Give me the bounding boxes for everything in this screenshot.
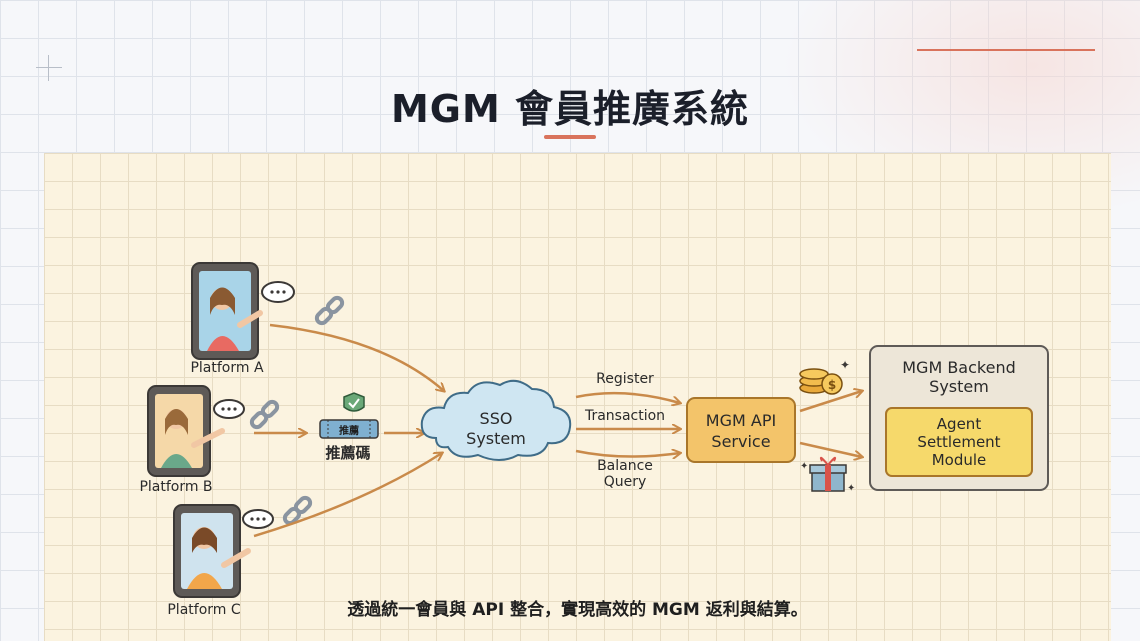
sso-line-1: SSO — [480, 409, 513, 428]
api-line-2: Service — [711, 432, 770, 451]
coins-icon: $ — [799, 368, 843, 395]
backend-title-line-1: MGM Backend — [902, 358, 1016, 377]
speech-bubble-icon — [242, 509, 274, 529]
module-line-3: Module — [932, 451, 987, 469]
sso-line-2: System — [466, 429, 526, 448]
arrow-register — [575, 391, 680, 403]
arrow-platform-a-to-sso — [269, 323, 444, 391]
sso-cloud — [420, 379, 572, 461]
phone-icon — [191, 262, 263, 360]
shield-check-icon — [343, 392, 365, 412]
ticket-icon — [319, 419, 379, 439]
arrow-api-to-backend-bottom — [799, 441, 862, 457]
diagram-panel: Platform A Platform B Platfo — [44, 153, 1111, 641]
api-service-box — [686, 397, 796, 463]
arrow-api-to-backend-top — [799, 391, 862, 413]
phone-icon — [147, 385, 225, 477]
sparkle-icon: ✦ — [847, 483, 855, 494]
referral-code-label: 推薦碼 — [325, 444, 370, 462]
speech-bubble-icon — [213, 399, 245, 419]
link-icon — [314, 295, 345, 326]
diagram-svg: Platform A Platform B Platfo — [139, 262, 1049, 618]
arrow-platform-c-to-sso — [253, 453, 442, 538]
arrow-balance-query — [575, 451, 680, 457]
gift-icon — [809, 456, 847, 492]
api-line-1: MGM API — [706, 411, 776, 430]
platform-b-label: Platform B — [139, 479, 212, 495]
flow-balance-label-2: Query — [604, 474, 647, 490]
phone-icon — [173, 504, 251, 598]
diagram-caption: 透過統一會員與 API 整合，實現高效的 MGM 返利與結算。 — [347, 600, 808, 620]
flow-register-label: Register — [596, 371, 654, 387]
flow-balance-label-1: Balance — [597, 458, 653, 474]
top-accent-rule — [917, 49, 1095, 51]
link-icon — [282, 495, 313, 526]
referral-tag-text: 推薦 — [339, 424, 359, 437]
link-icon — [249, 399, 280, 430]
flow-transaction-label: Transaction — [584, 408, 665, 424]
module-line-1: Agent — [937, 415, 982, 433]
platform-a-label: Platform A — [190, 360, 263, 376]
plus-mark — [36, 55, 62, 81]
backend-title-line-2: System — [929, 377, 989, 396]
svg-text:$: $ — [828, 378, 836, 392]
agent-settlement-module — [885, 407, 1033, 477]
page-title: MGM 會員推廣系統 — [390, 87, 750, 131]
speech-bubble-icon — [261, 281, 295, 303]
module-line-2: Settlement — [917, 433, 1000, 451]
title-underline — [544, 135, 596, 139]
platform-c-label: Platform C — [167, 602, 240, 618]
sparkle-icon: ✦ — [800, 461, 808, 472]
sparkle-icon: ✦ — [840, 358, 850, 372]
